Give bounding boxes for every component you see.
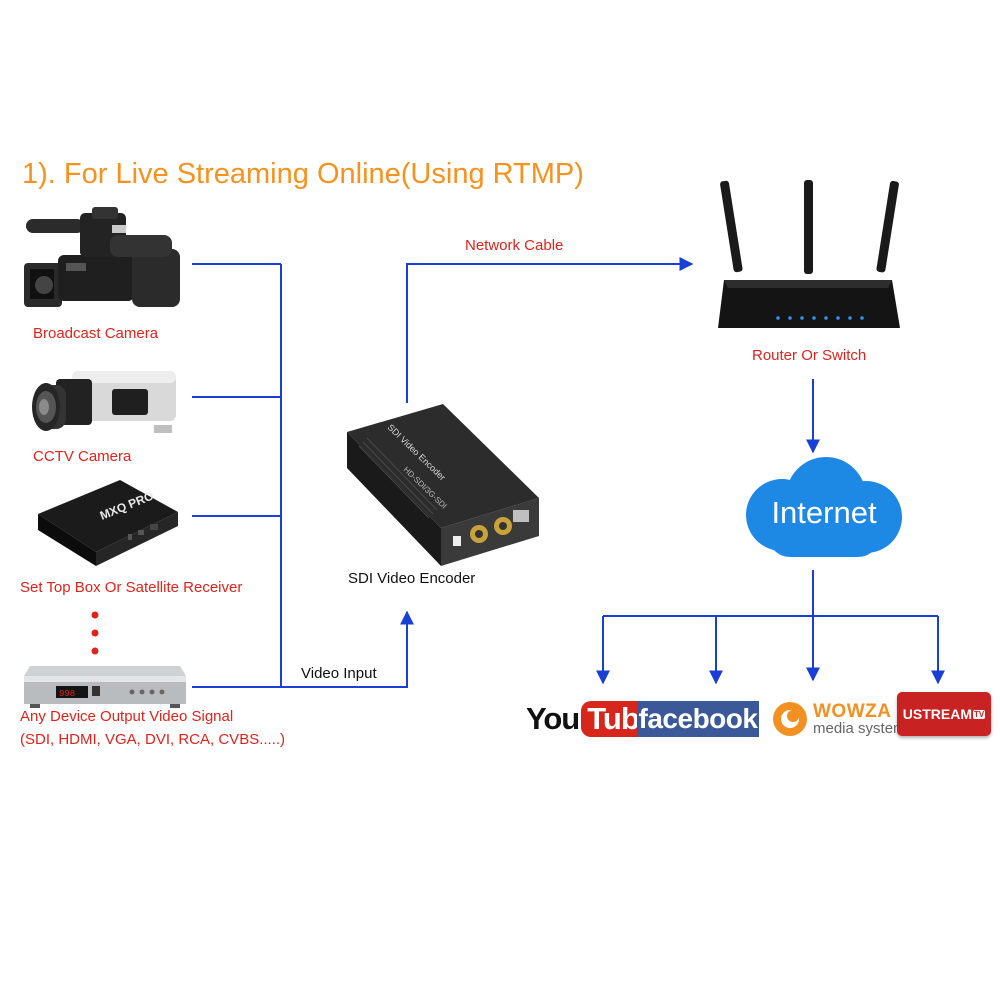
wowza-swirl-icon [773,702,807,736]
any-device-sublabel: (SDI, HDMI, VGA, DVI, RCA, CVBS.....) [20,731,286,748]
ustream-logo: USTREAM TV [897,692,991,736]
internet-cloud-icon [746,457,902,557]
wire-network-cable [406,257,694,403]
youtube-logo-you: You [526,701,580,736]
wowza-logo: WOWZA media systems [771,697,913,741]
broadcast-camera-icon [24,207,180,307]
wowza-logo-main: WOWZA [813,701,892,722]
set-top-box-icon: MXQ PRO [38,480,178,566]
wowza-logo-sub: media systems [813,720,914,737]
dvd-player-icon: 998 [24,666,186,708]
network-cable-label: Network Cable [465,237,564,254]
wire-video-input [192,610,414,688]
sdi-encoder-label: SDI Video Encoder [348,570,476,587]
ellipsis-dots [91,611,99,655]
cctv-camera-icon [32,371,176,433]
broadcast-camera-label: Broadcast Camera [33,325,159,342]
facebook-logo: facebook [637,701,759,737]
any-device-label: Any Device Output Video Signal [20,708,234,725]
cctv-camera-label: CCTV Camera [33,448,132,465]
diagram-title: 1). For Live Streaming Online(Using RTMP… [22,158,584,190]
ustream-tv-badge: TV [973,709,986,719]
sdi-encoder-icon: SDI Video Encoder HD-SDI/3G-SDI [347,404,539,566]
video-input-label: Video Input [301,665,377,682]
stb-display: 998 [59,689,75,699]
set-top-box-label: Set Top Box Or Satellite Receiver [20,579,243,596]
ustream-logo-text: USTREAM [902,706,972,722]
router-label: Router Or Switch [752,347,867,364]
internet-label: Internet [771,495,877,530]
router-icon [718,180,900,328]
